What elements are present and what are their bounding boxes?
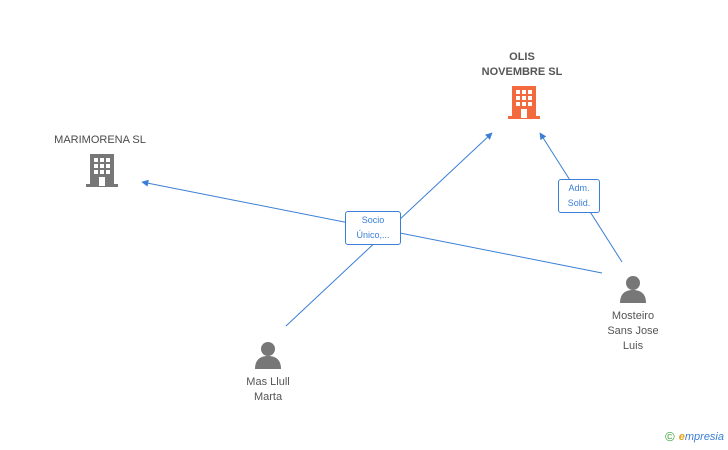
mas-llull-label[interactable]: Mas Llull Marta: [218, 375, 318, 405]
edge-label-adm-line1: Adm.: [568, 183, 590, 193]
mosteiro-label[interactable]: Mosteiro Sans Jose Luis: [583, 309, 683, 354]
mosteiro-line1: Mosteiro: [611, 310, 655, 322]
olis-novembre-label[interactable]: OLIS NOVEMBRE SL: [470, 50, 574, 80]
olis-label-line2: NOVEMBRE SL: [481, 66, 563, 78]
marimorena-label[interactable]: MARIMORENA SL: [40, 133, 160, 148]
building-icon-olis[interactable]: [508, 84, 540, 120]
edge-label-socio-line2: Único,...: [356, 230, 390, 240]
edge-label-socio-unico[interactable]: Socio Único,...: [345, 211, 401, 245]
mas-llull-line1: Mas Llull: [246, 376, 290, 388]
building-icon-marimorena[interactable]: [86, 152, 118, 188]
brand-initial: e: [678, 430, 685, 443]
person-icon-mosteiro[interactable]: [618, 274, 648, 304]
edge-label-adm-solid[interactable]: Adm. Solid.: [558, 179, 600, 213]
olis-label-line1: OLIS: [509, 51, 535, 63]
empresia-footer[interactable]: © empresia: [665, 429, 724, 444]
mosteiro-line2: Sans Jose: [607, 325, 659, 337]
edge-label-socio-line1: Socio: [361, 215, 385, 225]
person-icon-mas-llull[interactable]: [253, 340, 283, 370]
mosteiro-line3: Luis: [622, 340, 644, 352]
copyright-icon: ©: [665, 429, 675, 444]
edge-label-adm-line2: Solid.: [567, 198, 591, 208]
marimorena-label-text: MARIMORENA SL: [54, 134, 146, 146]
mas-llull-line2: Marta: [253, 391, 283, 403]
brand-rest: mpresia: [684, 430, 724, 443]
empresia-logo: empresia: [679, 431, 724, 443]
